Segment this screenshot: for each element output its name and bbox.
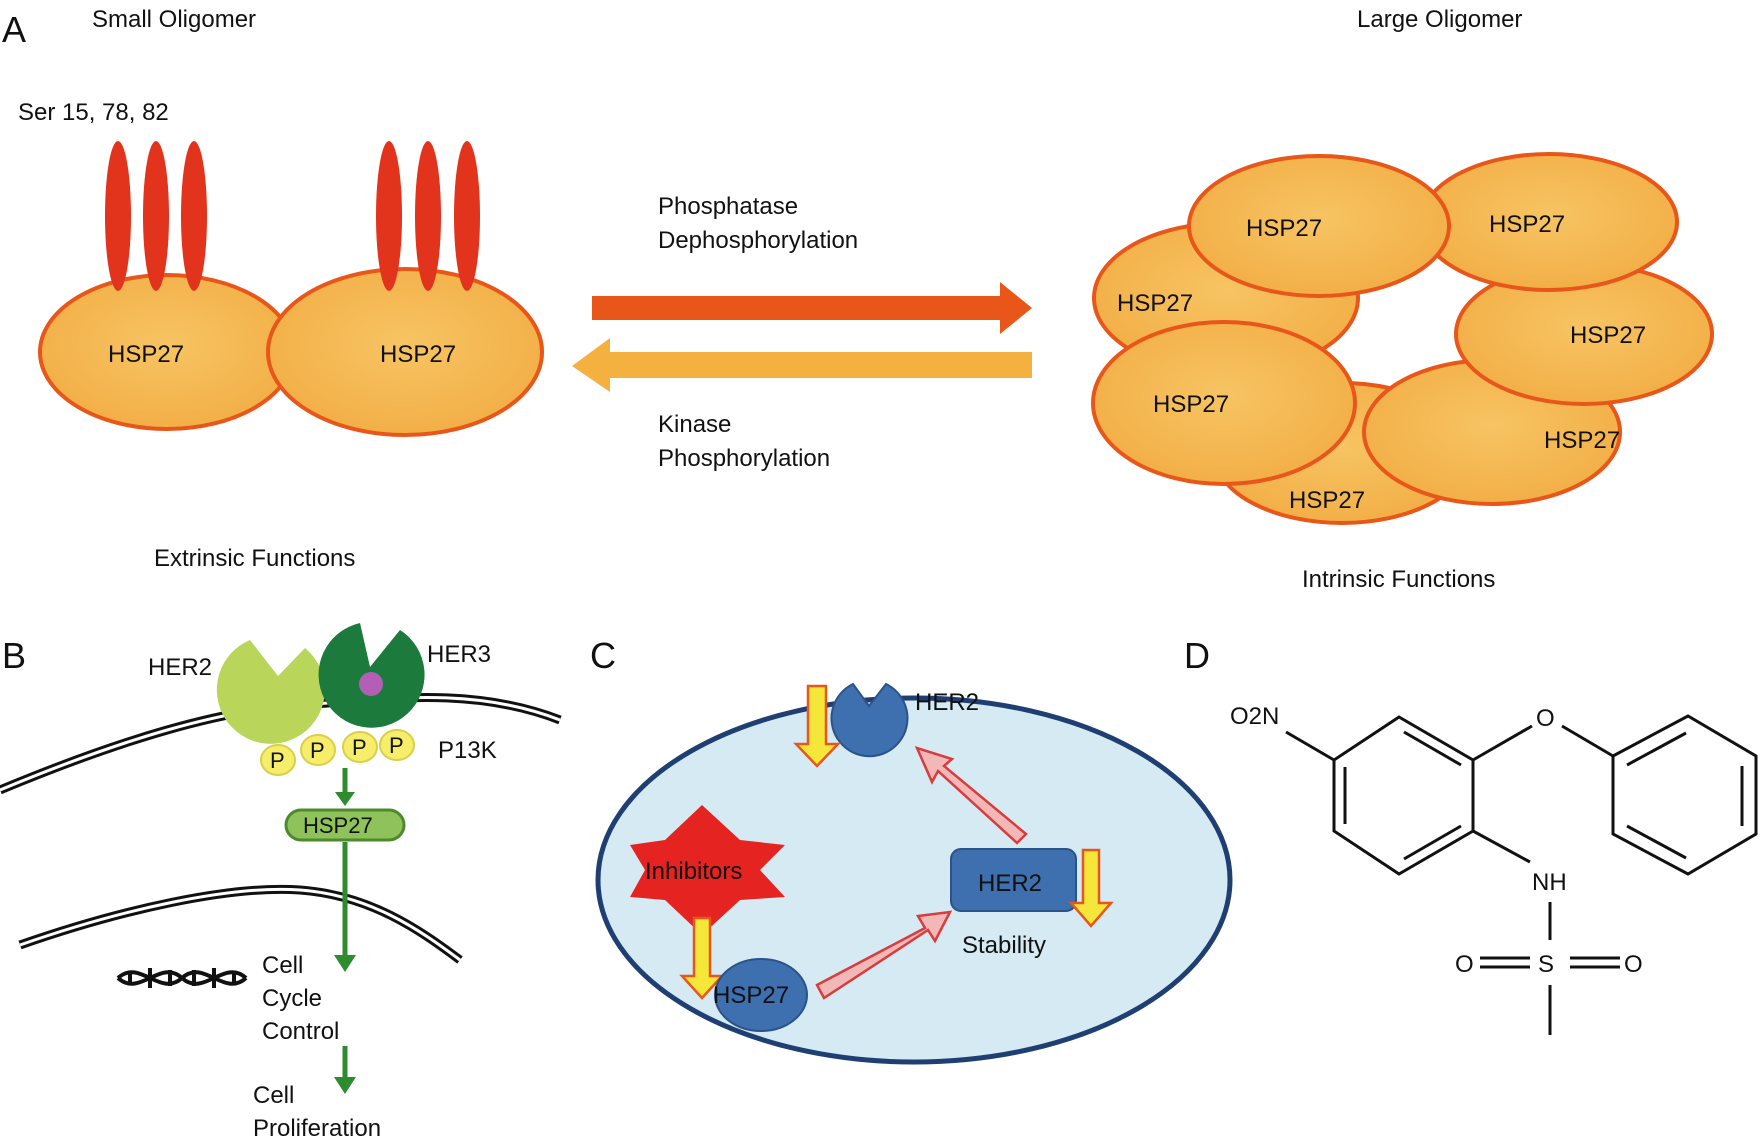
forward-label-line2: Dephosphorylation [658, 227, 858, 254]
cell-cycle-label-line3: Control [262, 1018, 339, 1045]
ser-sites-label: Ser 15, 78, 82 [18, 99, 169, 126]
forward-label-line1: Phosphatase [658, 193, 798, 220]
phosphate-group: P P P P [260, 729, 415, 776]
p-label: P [270, 748, 285, 773]
hsp27-label: HSP27 [1246, 215, 1322, 242]
pathway-arrow-head [334, 955, 356, 972]
panel-d: D [1184, 635, 1758, 1035]
hsp27-protein [714, 958, 808, 1032]
sulfonyl-oxygen-left: O [1455, 951, 1474, 978]
chemical-structure [1285, 714, 1758, 1035]
hsp27-label: HSP27 [1117, 290, 1193, 317]
pathway-arrow-head [334, 1077, 356, 1094]
her2-top-label: HER2 [915, 689, 979, 716]
hsp27-label: HSP27 [1544, 427, 1620, 454]
her2-membrane-receptor [830, 682, 909, 758]
reverse-label-line1: Kinase [658, 411, 731, 438]
large-oligomer [1091, 152, 1714, 525]
nuclear-membrane-inner [19, 887, 461, 962]
phospho-bar [376, 141, 402, 291]
stabilization-arrow [815, 910, 953, 1000]
small-monomer-right [266, 267, 544, 437]
p-label: P [310, 738, 325, 763]
p-label: P [352, 735, 367, 760]
phosphate-circle [379, 729, 415, 761]
large-monomer-front [1091, 320, 1357, 486]
nh-label: NH [1532, 869, 1567, 896]
hsp27-label: HSP27 [1489, 211, 1565, 238]
phospho-bar [454, 141, 480, 291]
her2-receptor [216, 640, 325, 744]
cell-cycle-label-line2: Cycle [262, 985, 322, 1012]
phospho-bars-left [105, 141, 207, 291]
proliferation-label-line1: Cell [253, 1082, 294, 1109]
trafficking-arrow [914, 745, 1028, 845]
decrease-arrow [793, 684, 841, 768]
small-oligomer-title: Small Oligomer [92, 6, 256, 33]
large-monomer-top [1187, 154, 1451, 298]
phosphate-circle [300, 734, 336, 766]
forward-arrow [592, 282, 1032, 334]
decrease-arrow [679, 916, 725, 1000]
her2-label: HER2 [148, 654, 212, 681]
extrinsic-functions-label: Extrinsic Functions [154, 545, 355, 572]
her3-ligand [359, 672, 383, 696]
sulfonyl-oxygen-right: O [1624, 951, 1643, 978]
cell-cycle-label-line1: Cell [262, 952, 303, 979]
small-oligomer: HSP27 HSP27 [38, 141, 544, 437]
panel-c: C HER2 Inhibitors HSP27 HER2 Stability [590, 635, 1233, 1065]
phosphate-circle [342, 731, 378, 763]
her2-box [950, 848, 1077, 912]
inhibitors-label: Inhibitors [645, 858, 742, 885]
equilibrium-arrows [572, 282, 1032, 392]
hsp27-label: HSP27 [1153, 391, 1229, 418]
inhibitor-star-icon [630, 805, 785, 935]
hsp27-label: HSP27 [108, 341, 184, 368]
hsp27-label: HSP27 [380, 341, 456, 368]
phospho-bar [181, 141, 207, 291]
hsp27-protein-label: HSP27 [713, 982, 789, 1009]
her3-label: HER3 [427, 641, 491, 668]
pi3k-label: P13K [438, 737, 497, 764]
phospho-bar [415, 141, 441, 291]
proliferation-label-line2: Proliferation [253, 1115, 381, 1142]
reverse-arrow [572, 338, 1032, 392]
panel-a: A Small Oligomer Large Oligomer Ser 15, … [2, 6, 1714, 593]
hsp27-label: HSP27 [1289, 487, 1365, 514]
her2-box-label: HER2 [978, 870, 1042, 897]
stability-label: Stability [962, 932, 1046, 959]
phosphate-circle [260, 744, 296, 776]
panel-a-letter: A [2, 9, 26, 50]
panel-d-letter: D [1184, 635, 1210, 676]
pathway-arrow-head [335, 792, 355, 806]
reverse-label-line2: Phosphorylation [658, 445, 830, 472]
panel-b-letter: B [2, 635, 26, 676]
decrease-arrow [1068, 848, 1114, 928]
panel-c-letter: C [590, 635, 616, 676]
nitro-group-label: O2N [1230, 703, 1279, 730]
ether-oxygen-label: O [1536, 705, 1555, 732]
p-label: P [389, 733, 404, 758]
phospho-bar [143, 141, 169, 291]
sulfur-label: S [1538, 951, 1554, 978]
phospho-bar [105, 141, 131, 291]
hsp27-label: HSP27 [1570, 322, 1646, 349]
hsp27-pill [284, 808, 406, 842]
dna-helix-icon [116, 968, 248, 988]
large-oligomer-title: Large Oligomer [1357, 6, 1522, 33]
large-oligomer-labels: HSP27 HSP27 HSP27 HSP27 HSP27 HSP27 HSP2… [1117, 211, 1646, 514]
hsp27-pill-label: HSP27 [303, 813, 373, 838]
intrinsic-functions-label: Intrinsic Functions [1302, 566, 1495, 593]
panel-b: B HER2 HER3 P P P P P13K HSP27 [0, 623, 562, 1142]
phospho-bars-right [376, 141, 480, 291]
